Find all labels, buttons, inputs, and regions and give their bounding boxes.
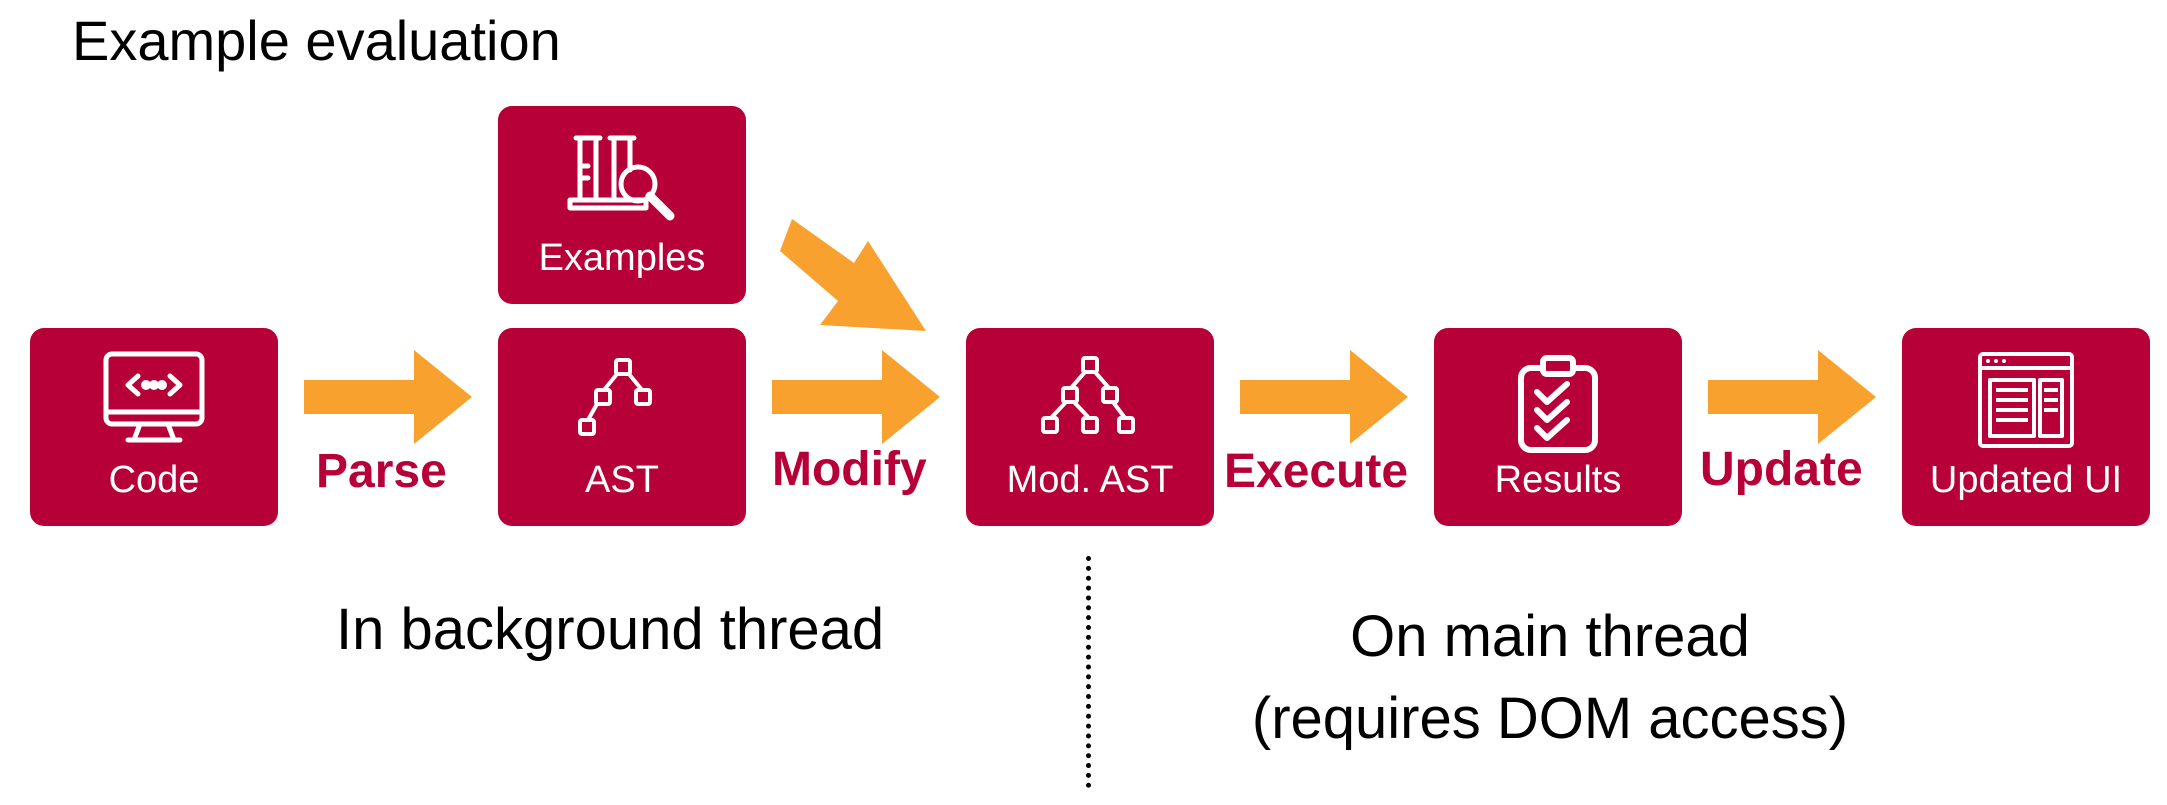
parse-label: Parse	[316, 445, 447, 498]
updated-ui-box: Updated UI	[1902, 328, 2150, 526]
thread-divider	[1086, 556, 1091, 788]
main-thread-caption: On main thread (requires DOM access)	[1230, 596, 1870, 760]
background-thread-caption: In background thread	[336, 597, 885, 662]
code-box: Code	[30, 328, 278, 526]
examples-arrow	[780, 219, 926, 331]
modify-arrow	[772, 350, 940, 444]
tree-icon	[1035, 352, 1145, 457]
examples-label: Examples	[538, 237, 706, 279]
updated-ui-label: Updated UI	[1929, 459, 2123, 501]
results-label: Results	[1494, 459, 1622, 501]
ast-label: AST	[585, 459, 659, 501]
code-label: Code	[108, 459, 200, 501]
page-title: Example evaluation	[72, 9, 561, 72]
execute-label: Execute	[1224, 445, 1409, 498]
modify-label: Modify	[772, 443, 927, 496]
mod-ast-label: Mod. AST	[1006, 459, 1174, 501]
window-layout-icon	[1976, 350, 2076, 455]
monitor-code-icon	[102, 350, 206, 451]
lab-beakers-magnifier-icon	[566, 130, 678, 231]
main-thread-line1: On main thread	[1350, 604, 1750, 669]
parse-arrow	[304, 350, 472, 444]
update-arrow	[1708, 350, 1876, 444]
update-label: Update	[1700, 443, 1863, 496]
execute-arrow	[1240, 350, 1408, 444]
clipboard-checklist-icon	[1513, 354, 1603, 459]
ast-box: AST	[498, 328, 746, 526]
results-box: Results	[1434, 328, 1682, 526]
tree-icon	[577, 354, 667, 459]
main-thread-line2: (requires DOM access)	[1251, 686, 1849, 751]
mod-ast-box: Mod. AST	[966, 328, 1214, 526]
examples-box: Examples	[498, 106, 746, 304]
